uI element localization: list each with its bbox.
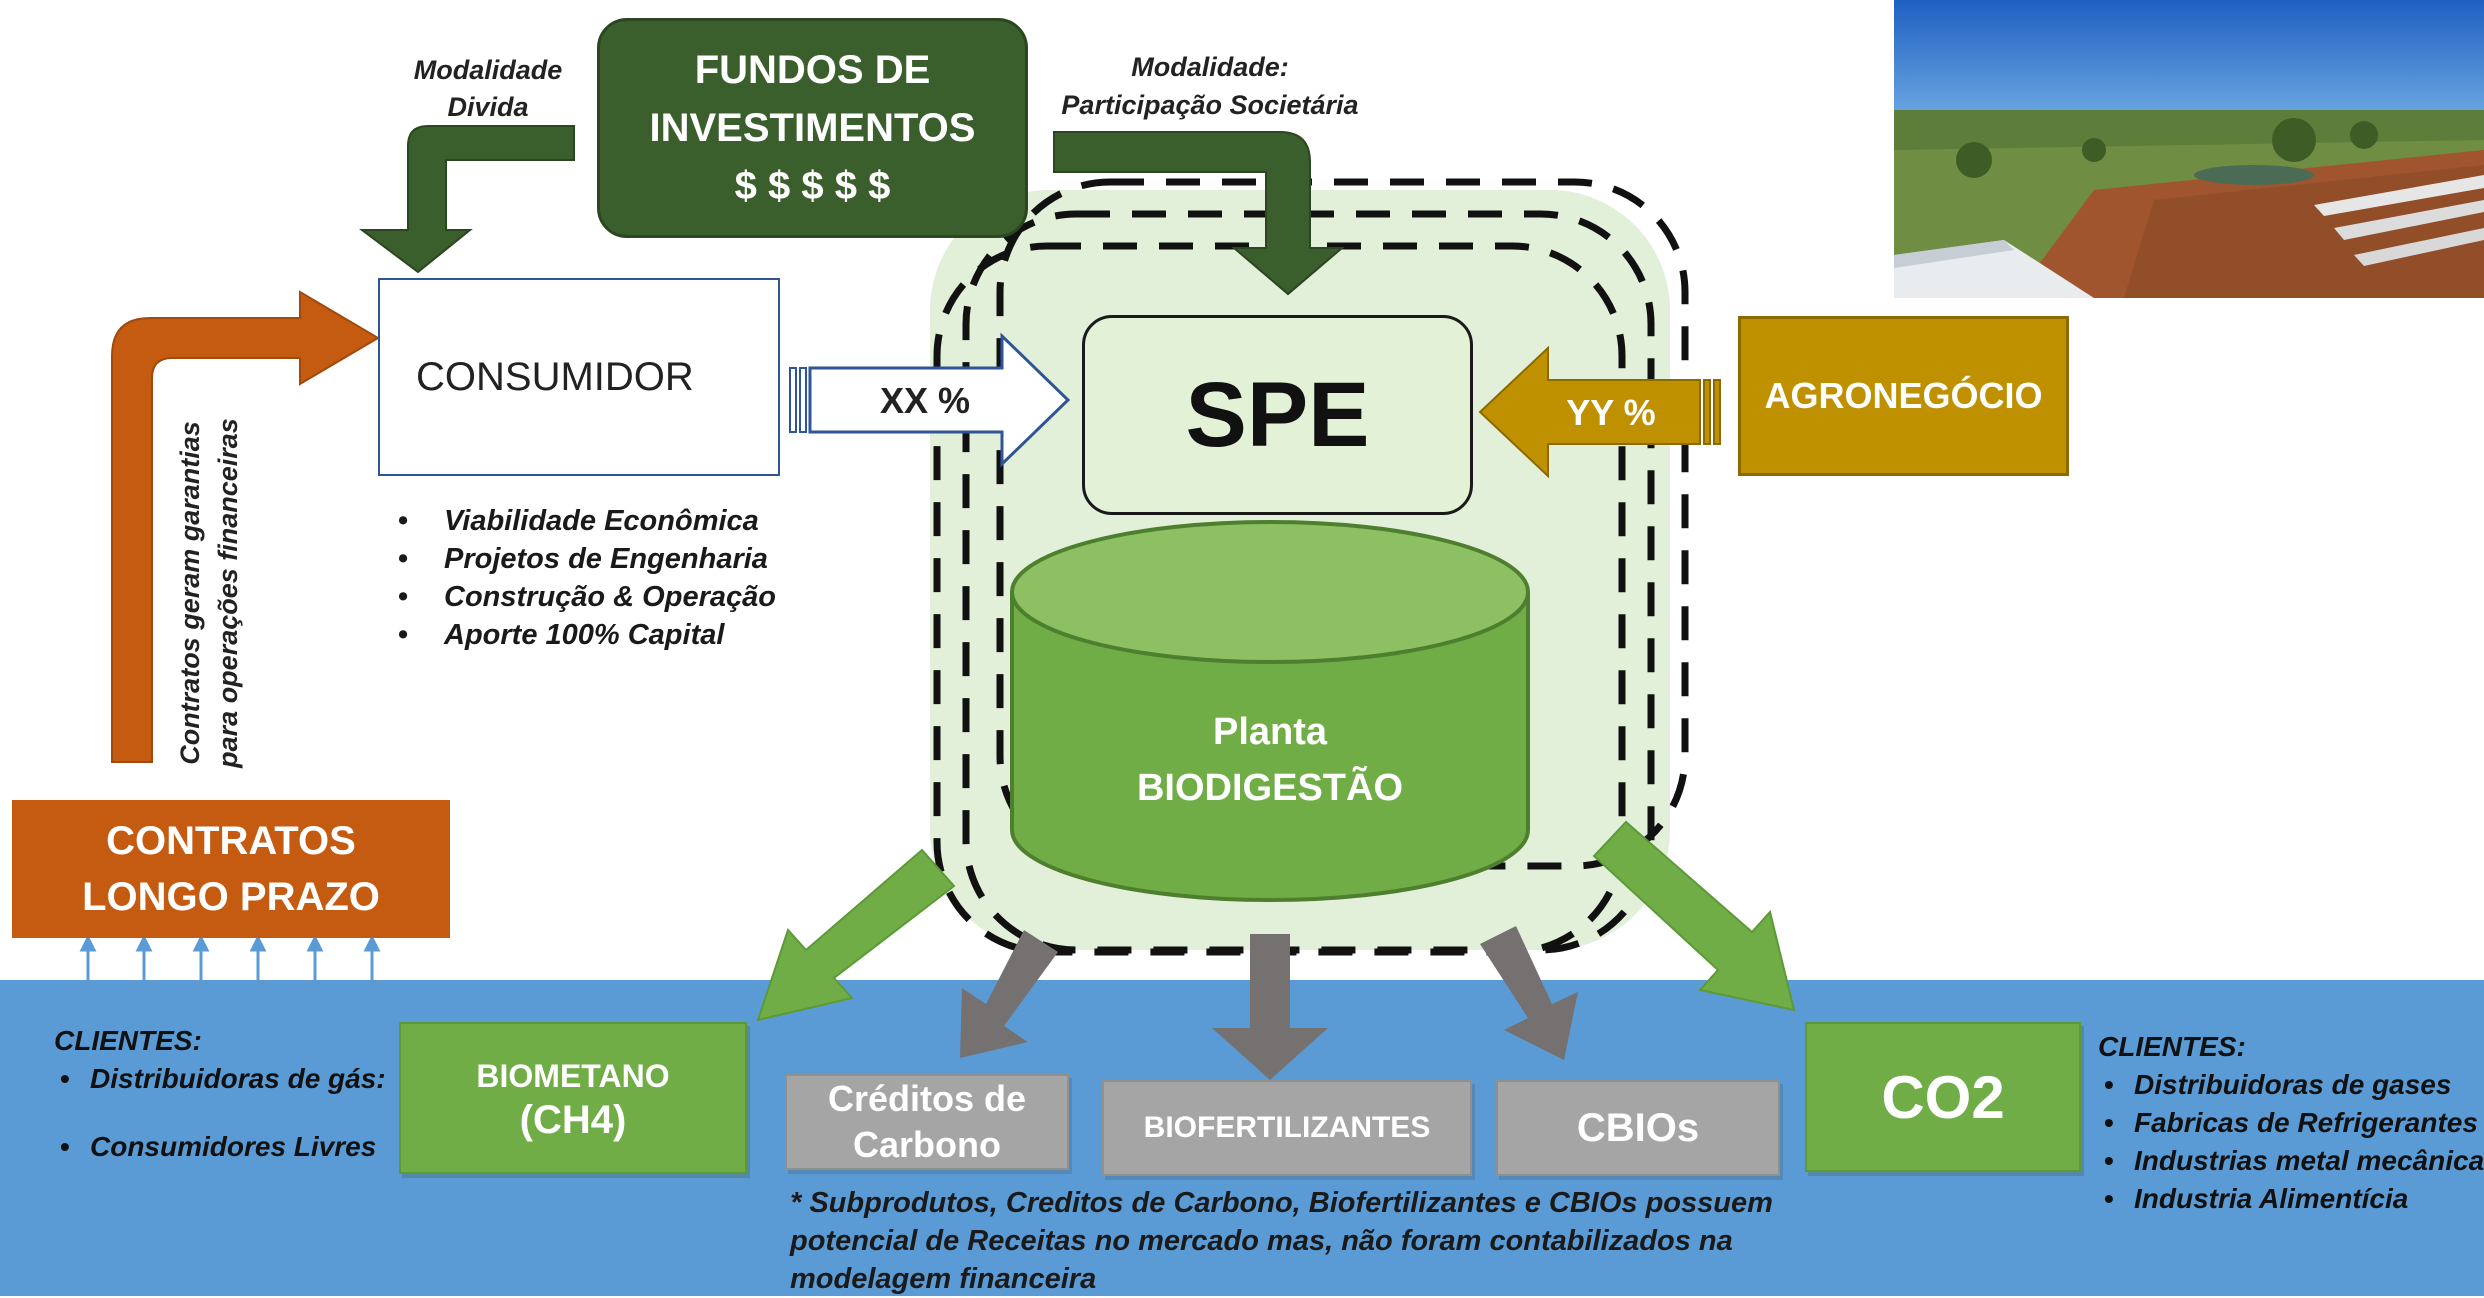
list-item: Fabricas de Refrigerantes	[2098, 1104, 2484, 1142]
carbon-credits-box: Créditos de Carbono	[785, 1074, 1069, 1170]
agribusiness-box: AGRONEGÓCIO	[1738, 316, 2069, 476]
cbios-arrow	[1480, 926, 1578, 1060]
investment-funds-box: FUNDOS DE INVESTIMENTOS $ $ $ $ $	[597, 18, 1028, 238]
contracts-line1: CONTRATOS	[106, 819, 356, 863]
consumer-benefits-list: Viabilidade Econômica Projetos de Engenh…	[384, 502, 884, 654]
guarantees-line1: Contratos geram garantias	[175, 421, 205, 765]
right-clients-list: Distribuidoras de gases Fabricas de Refr…	[2098, 1066, 2484, 1218]
farm-aerial-photo	[1894, 0, 2484, 298]
biofertilizers-label: BIOFERTILIZANTES	[1143, 1111, 1431, 1144]
footnote-line1: * Subprodutos, Creditos de Carbono, Biof…	[790, 1187, 1773, 1219]
long-term-contracts-box: CONTRATOS LONGO PRAZO	[12, 800, 450, 938]
biofertilizers-box: BIOFERTILIZANTES	[1102, 1080, 1472, 1176]
list-item: Projetos de Engenharia	[384, 540, 884, 578]
equity-modality-line1: Modalidade:	[1131, 52, 1289, 82]
agribusiness-label: AGRONEGÓCIO	[1764, 375, 2043, 416]
equity-arrow	[1053, 131, 1345, 296]
agro-share-arrow	[1478, 345, 1721, 479]
plant-line2: BIODIGESTÃO	[1136, 767, 1404, 809]
list-item: Consumidores Livres	[54, 1128, 394, 1166]
debt-modality-label: Modalidade Divida	[388, 52, 588, 126]
funds-line3: $ $ $ $ $	[734, 164, 891, 208]
equity-modality-line2: Participação Societária	[1061, 90, 1359, 120]
list-item: Aporte 100% Capital	[384, 616, 884, 654]
consumer-label: CONSUMIDOR	[416, 354, 694, 399]
cbios-label: CBIOs	[1576, 1105, 1700, 1150]
list-item: Distribuidoras de gases	[2098, 1066, 2484, 1104]
client-up-arrows	[79, 934, 381, 980]
spe-label: SPE	[1185, 363, 1370, 466]
list-item: Construção & Operação	[384, 578, 884, 616]
footnote-line3: modelagem financeira	[790, 1263, 1097, 1295]
list-item: Distribuidoras de gás:	[54, 1060, 394, 1098]
list-item: Industrias metal mecânica	[2098, 1142, 2484, 1180]
cbios-box: CBIOs	[1496, 1080, 1780, 1176]
guarantees-line2: para operações financeiras	[213, 418, 243, 768]
spe-box: SPE	[1082, 315, 1473, 515]
biomethane-arrow	[756, 848, 956, 1022]
right-clients-title: CLIENTES:	[2098, 1031, 2246, 1062]
carbon-line1: Créditos de	[827, 1078, 1027, 1119]
left-clients-list: Distribuidoras de gás: Consumidores Livr…	[54, 1060, 394, 1166]
biodigester-cylinder	[1010, 592, 1530, 902]
footnote: * Subprodutos, Creditos de Carbono, Biof…	[790, 1184, 1790, 1298]
biomethane-line1: BIOMETANO	[476, 1058, 670, 1094]
co2-arrow	[1592, 820, 1796, 1012]
funds-line1: FUNDOS DE	[694, 48, 931, 92]
right-clients: CLIENTES: Distribuidoras de gases Fabric…	[2098, 1028, 2484, 1218]
consumer-box: CONSUMIDOR	[378, 278, 780, 476]
debt-modality-line2: Divida	[447, 92, 529, 122]
biomethane-line2: (CH4)	[519, 1098, 627, 1142]
equity-modality-label: Modalidade: Participação Societária	[1040, 48, 1380, 124]
list-item: Industria Alimentícia	[2098, 1180, 2484, 1218]
footnote-line2: potencial de Receitas no mercado mas, nã…	[790, 1225, 1733, 1257]
agro-share-label: YY %	[1566, 392, 1656, 433]
biofertilizer-arrow	[1212, 934, 1328, 1080]
co2-label: CO2	[1881, 1063, 2005, 1131]
contracts-line2: LONGO PRAZO	[82, 875, 380, 919]
dashed-outline-outer	[996, 178, 1689, 870]
co2-box: CO2	[1805, 1022, 2081, 1172]
biodigester-plant-label: Planta BIODIGESTÃO	[1070, 700, 1470, 820]
funds-line2: INVESTIMENTOS	[649, 106, 976, 150]
consumer-share-label: XX %	[879, 380, 971, 421]
list-item: Viabilidade Econômica	[384, 502, 884, 540]
consumer-share-arrow	[789, 332, 1071, 468]
plant-line1: Planta	[1212, 711, 1328, 753]
debt-modality-line1: Modalidade	[413, 55, 563, 85]
carbon-line2: Carbono	[853, 1124, 1001, 1165]
biomethane-box: BIOMETANO (CH4)	[399, 1022, 747, 1174]
biodigester-top	[1010, 520, 1530, 664]
guarantees-text: Contratos geram garantias para operações…	[171, 413, 261, 773]
left-clients: CLIENTES: Distribuidoras de gás: Consumi…	[54, 1022, 394, 1166]
left-clients-title: CLIENTES:	[54, 1025, 202, 1056]
debt-arrow	[359, 125, 575, 274]
carbon-arrow	[960, 930, 1058, 1058]
